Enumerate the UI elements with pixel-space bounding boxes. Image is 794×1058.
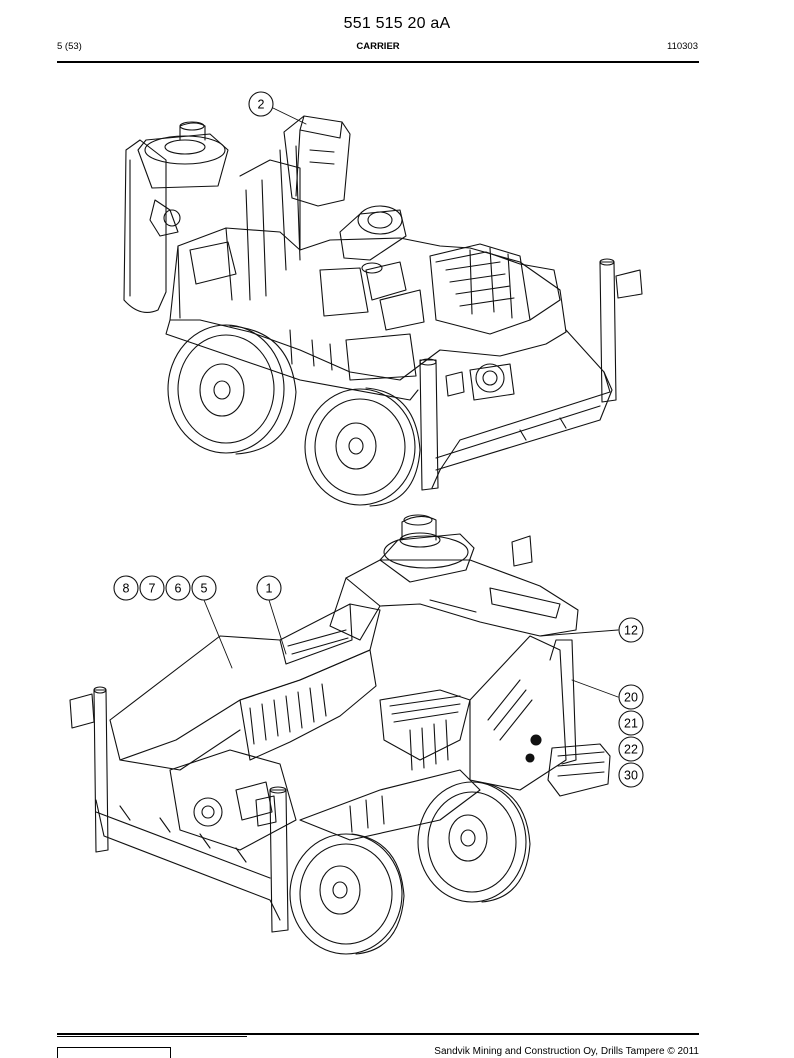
callout-12: 12 [618, 617, 644, 643]
callout-6: 6 [165, 575, 191, 601]
header-rule [57, 61, 699, 63]
svg-text:8: 8 [123, 582, 130, 596]
callout-22: 22 [618, 736, 644, 762]
svg-text:21: 21 [624, 717, 638, 731]
svg-text:22: 22 [624, 743, 638, 757]
callout-8: 8 [113, 575, 139, 601]
callout-5: 5 [191, 575, 217, 601]
footer-copyright: Sandvik Mining and Construction Oy, Dril… [434, 1046, 699, 1057]
callout-7: 7 [139, 575, 165, 601]
document-number: 551 515 20 aA [343, 15, 451, 32]
footer-rule [57, 1033, 699, 1035]
svg-text:30: 30 [624, 769, 638, 783]
section-title: CARRIER [356, 41, 400, 52]
svg-text:7: 7 [149, 582, 156, 596]
revision-code: 110303 [667, 41, 698, 52]
svg-text:1: 1 [266, 582, 273, 596]
callout-1: 1 [256, 575, 282, 601]
callout-30: 30 [618, 762, 644, 788]
carrier-bottom-view [69, 514, 619, 955]
callout-2: 2 [248, 91, 274, 117]
carrier-top-view [123, 107, 643, 507]
page-number: 5 (53) [57, 41, 82, 52]
wheel-left-top [167, 324, 297, 455]
wheel-left-bottom [289, 833, 405, 955]
wheel-right-top [304, 387, 421, 507]
callout-21: 21 [618, 710, 644, 736]
callout-20: 20 [618, 684, 644, 710]
svg-text:6: 6 [175, 582, 182, 596]
svg-text:20: 20 [624, 691, 638, 705]
svg-text:12: 12 [624, 624, 638, 638]
footer-rule-secondary [57, 1036, 247, 1037]
svg-text:5: 5 [201, 582, 208, 596]
wheel-right-bottom [417, 781, 531, 903]
svg-text:2: 2 [258, 98, 265, 112]
